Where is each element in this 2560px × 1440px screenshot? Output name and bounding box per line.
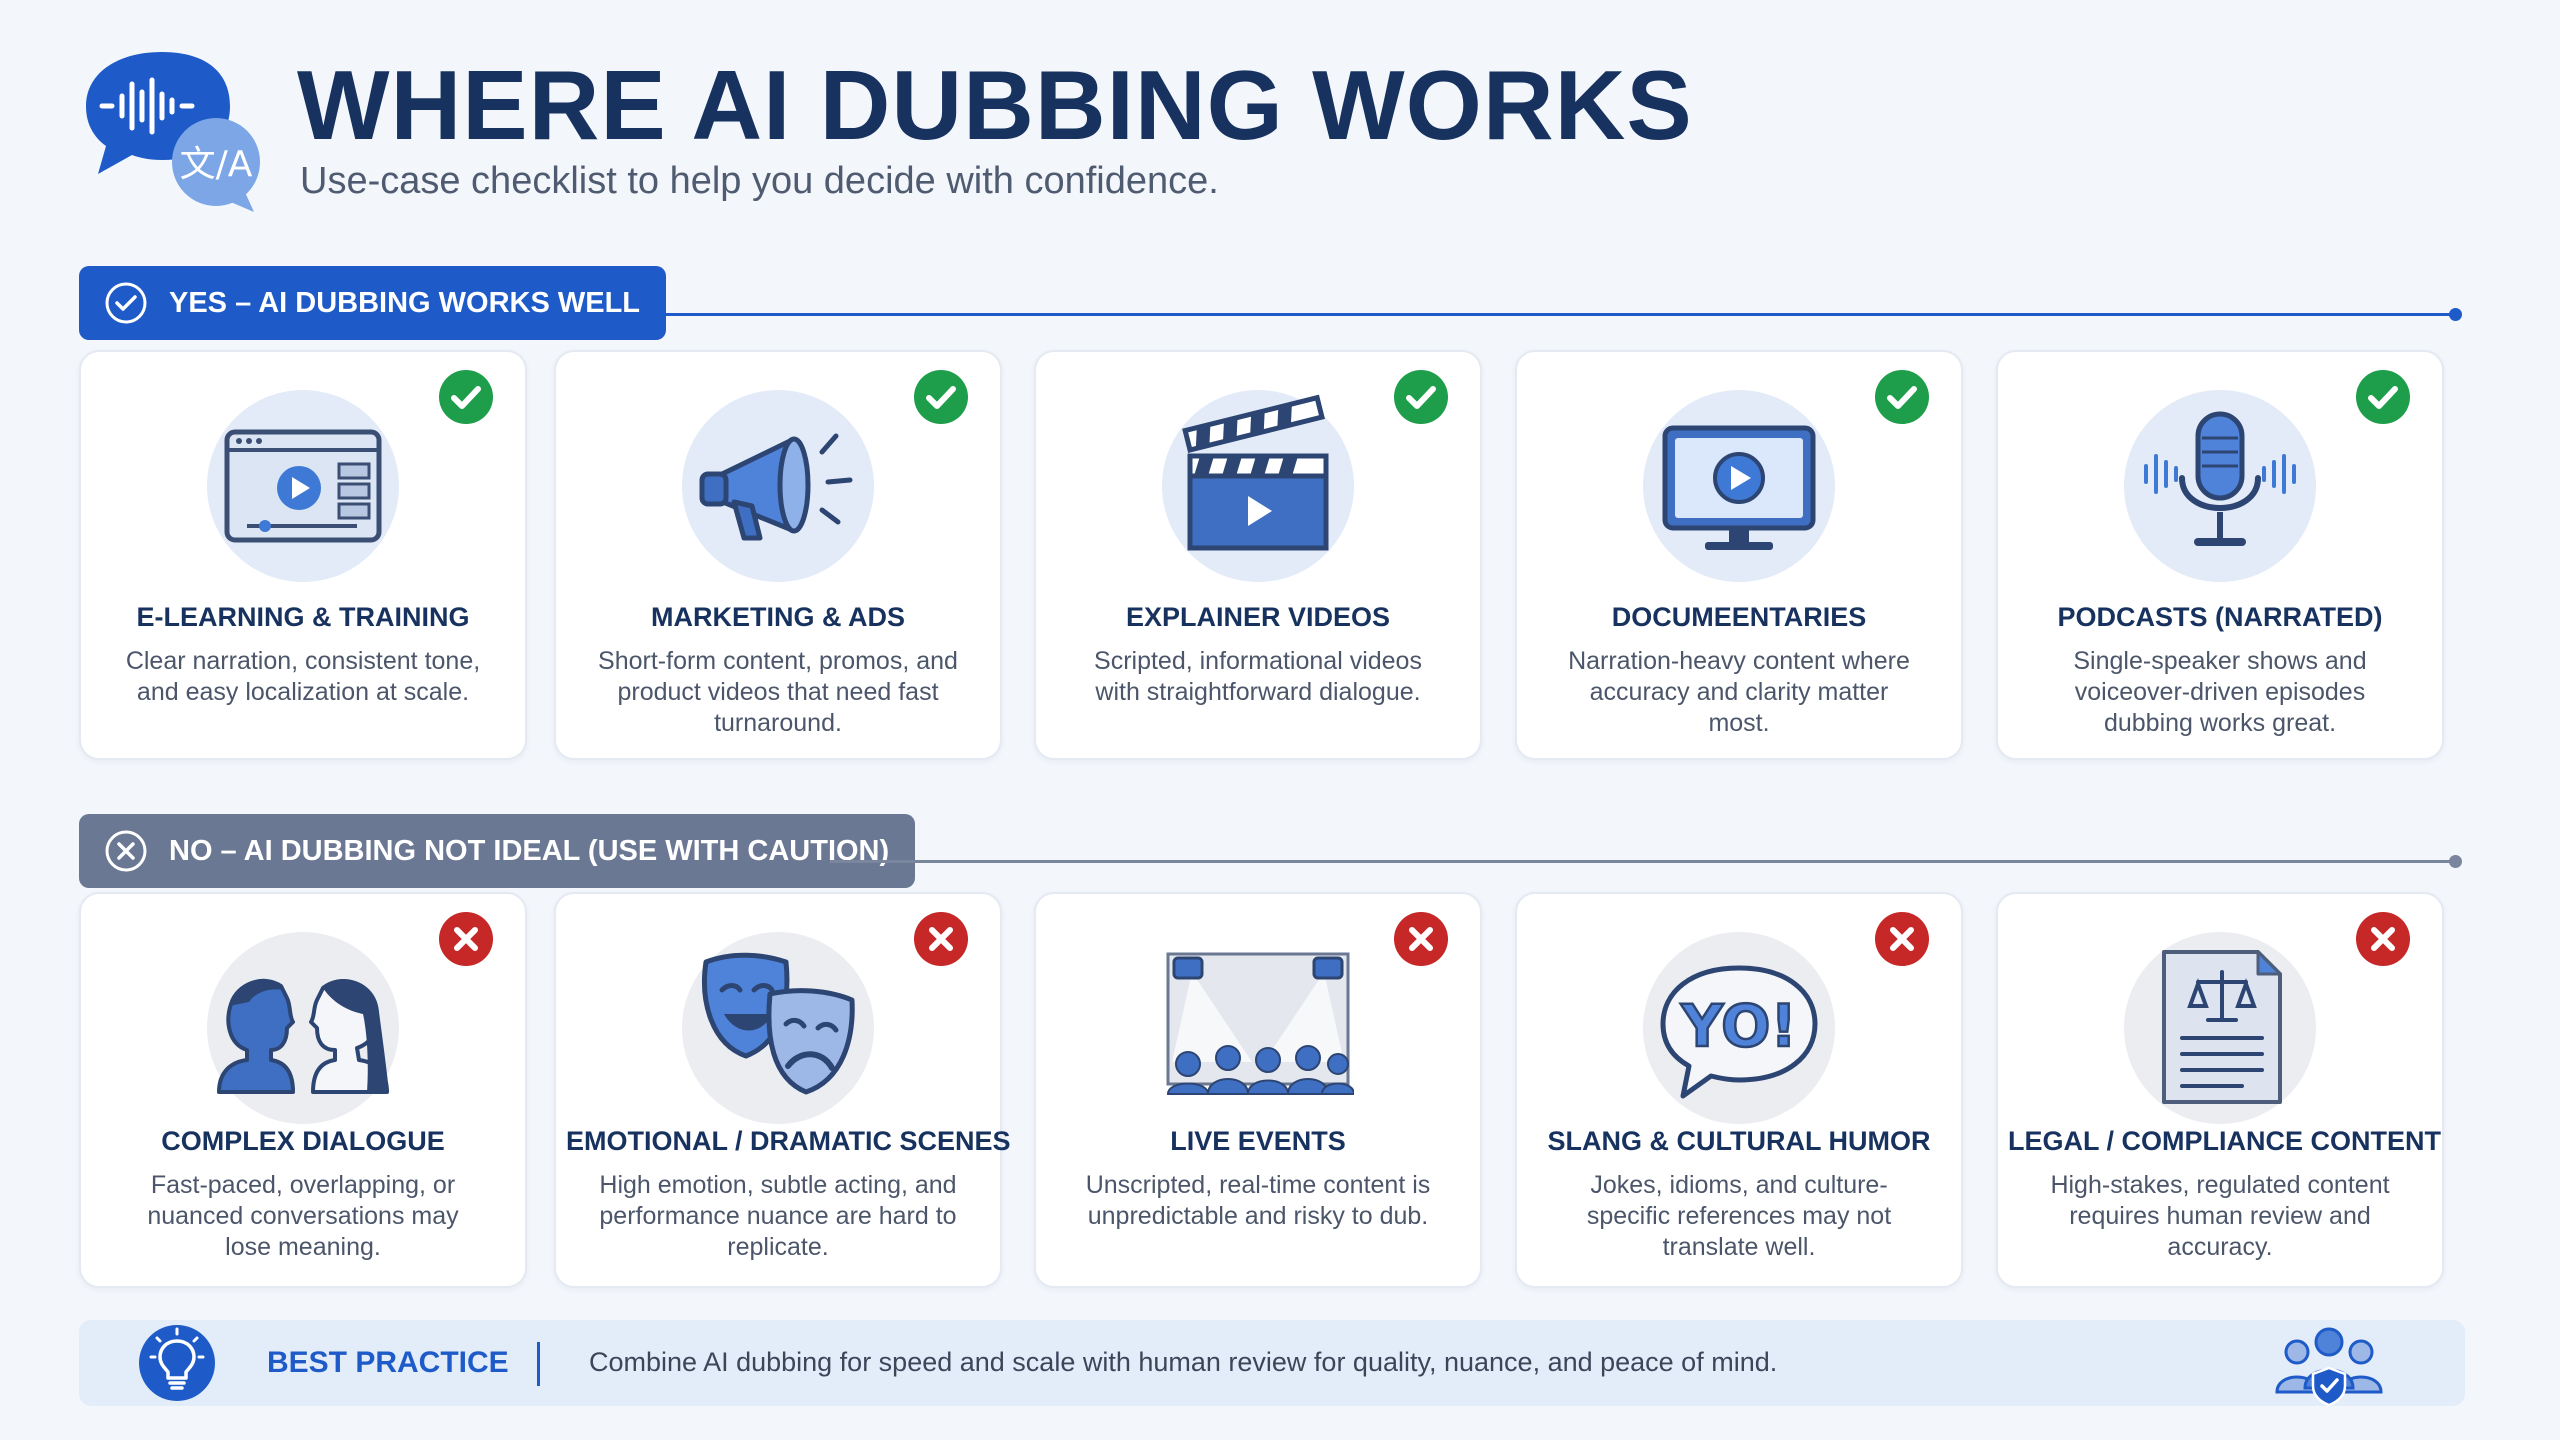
microphone-icon [2124, 390, 2316, 582]
card-complex-dialogue: COMPLEX DIALOGUE Fast-paced, overlapping… [79, 892, 527, 1288]
theater-masks-icon [682, 932, 874, 1124]
page-title: WHERE AI DUBBING WORKS [297, 50, 1693, 160]
best-practice-bar: BEST PRACTICE Combine AI dubbing for spe… [79, 1320, 2465, 1406]
cross-badge-icon [2356, 912, 2410, 966]
yo-text: YO! [1680, 992, 1797, 1060]
section-label-yes: YES – AI DUBBING WORKS WELL [79, 266, 666, 340]
card-e-learning: E-LEARNING & TRAINING Clear narration, c… [79, 350, 527, 760]
card-title: LEGAL / COMPLIANCE CONTENT [2008, 1126, 2442, 1156]
cross-badge-icon [1875, 912, 1929, 966]
card-title: PODCASTS (NARRATED) [2057, 602, 2383, 632]
card-description: Unscripted, real-time content is unpredi… [1085, 1171, 1431, 1230]
card-legal-compliance: LEGAL / COMPLIANCE CONTENT High-stakes, … [1996, 892, 2444, 1288]
card-description: High-stakes, regulated content requires … [2050, 1171, 2390, 1261]
section-label-no-text: NO – AI DUBBING NOT IDEAL (USE WITH CAUT… [169, 834, 890, 867]
card-title: EMOTIONAL / DRAMATIC SCENES [566, 1126, 1011, 1156]
card-description: Jokes, idioms, and culture-specific refe… [1586, 1171, 1892, 1261]
cross-badge-icon [1394, 912, 1448, 966]
logo-glyph: 文/A [180, 144, 253, 185]
check-badge-icon [1875, 370, 1929, 424]
megaphone-icon [682, 390, 874, 582]
card-title: EXPLAINER VIDEOS [1125, 602, 1391, 632]
x-circle-icon [105, 830, 147, 872]
cross-badge-icon [439, 912, 493, 966]
card-podcasts: PODCASTS (NARRATED) Single-speaker shows… [1996, 350, 2444, 760]
speech-bubble-yo-icon: YO! [1643, 932, 1835, 1124]
video-player-icon [207, 390, 399, 582]
card-description: High emotion, subtle acting, and perform… [599, 1171, 957, 1261]
check-badge-icon [2356, 370, 2410, 424]
card-title: E-LEARNING & TRAINING [136, 602, 470, 632]
voice-translate-chat-icon: 文/A [86, 52, 260, 212]
card-explainer: EXPLAINER VIDEOS Scripted, informational… [1034, 350, 1482, 760]
check-circle-icon [105, 282, 147, 324]
section-label-yes-text: YES – AI DUBBING WORKS WELL [169, 286, 640, 319]
page-subtitle: Use-case checklist to help you decide wi… [300, 160, 1219, 202]
card-description: Short-form content, promos, and product … [598, 647, 958, 737]
check-badge-icon [914, 370, 968, 424]
best-practice-text: Combine AI dubbing for speed and scale w… [589, 1347, 1778, 1377]
best-practice-label: BEST PRACTICE [267, 1346, 509, 1379]
cross-badge-icon [914, 912, 968, 966]
lightbulb-icon [139, 1325, 215, 1401]
section-label-no: NO – AI DUBBING NOT IDEAL (USE WITH CAUT… [79, 814, 916, 888]
card-description: Clear narration, consistent tone, and ea… [125, 647, 481, 706]
card-description: Single-speaker shows and voiceover-drive… [2073, 647, 2367, 737]
card-title: SLANG & CULTURAL HUMOR [1547, 1126, 1931, 1156]
section-divider-no [830, 855, 2462, 868]
card-live-events: LIVE EVENTS Unscripted, real-time conten… [1034, 892, 1482, 1288]
conversation-faces-icon [207, 932, 399, 1124]
card-documentaries: DOCUMEENTARIES Narration-heavy content w… [1515, 350, 1963, 760]
card-title: DOCUMEENTARIES [1611, 602, 1867, 632]
stage-audience-icon [1162, 932, 1354, 1124]
card-description: Narration-heavy content where accuracy a… [1568, 647, 1910, 737]
card-title: COMPLEX DIALOGUE [161, 1126, 445, 1156]
check-badge-icon [1394, 370, 1448, 424]
card-marketing: MARKETING & ADS Short-form content, prom… [554, 350, 1002, 760]
legal-document-icon [2124, 932, 2316, 1124]
team-shield-icon [2275, 1327, 2383, 1406]
card-slang-humor: YO! SLANG & CULTURAL HUMOR Jokes, idioms… [1515, 892, 1963, 1288]
card-emotional-scenes: EMOTIONAL / DRAMATIC SCENES High emotion… [554, 892, 1011, 1288]
card-description: Fast-paced, overlapping, or nuanced conv… [147, 1171, 459, 1261]
clapperboard-icon [1162, 390, 1354, 582]
card-title: LIVE EVENTS [1170, 1126, 1346, 1156]
monitor-play-icon [1643, 390, 1835, 582]
section-divider-yes [660, 308, 2462, 321]
best-practice-divider [537, 1342, 540, 1386]
card-title: MARKETING & ADS [651, 602, 905, 632]
card-description: Scripted, informational videos with stra… [1094, 647, 1422, 706]
check-badge-icon [439, 370, 493, 424]
